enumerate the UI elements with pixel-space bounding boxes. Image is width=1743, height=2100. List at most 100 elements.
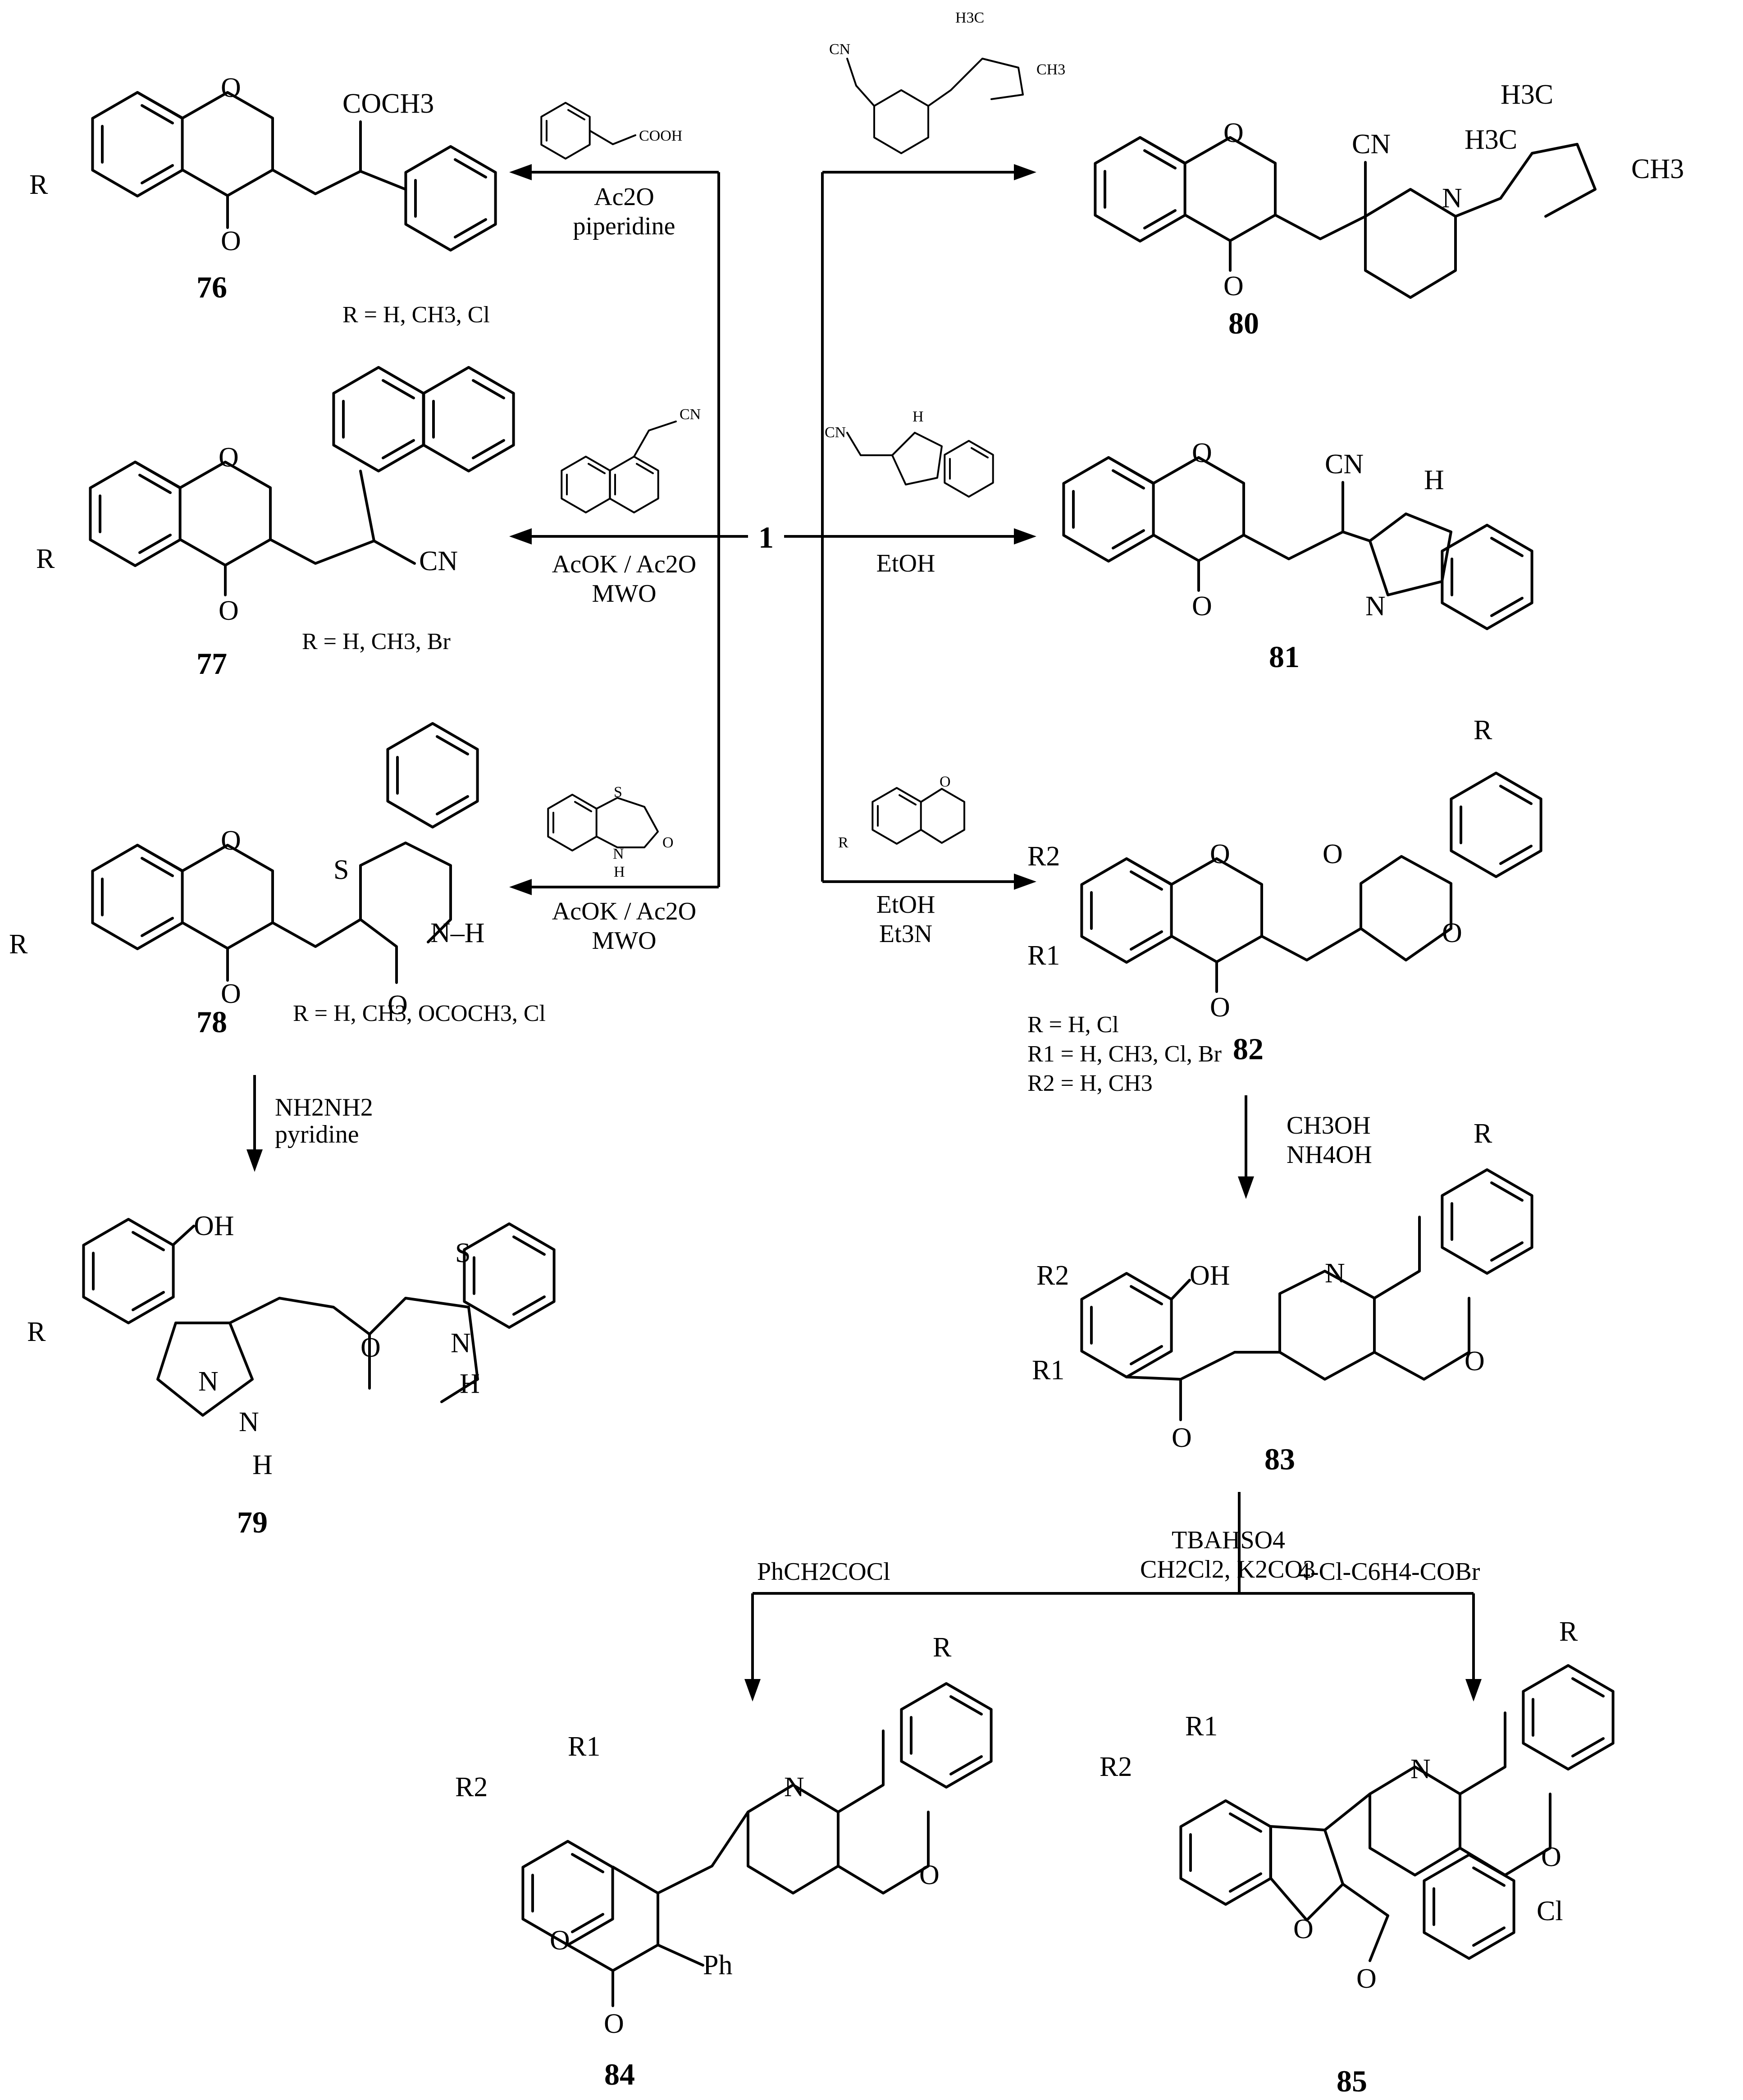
reagent-77-line1: AcOK / Ac2O xyxy=(552,550,696,578)
c85-r2: R2 xyxy=(1100,1752,1132,1782)
c85-r1: R1 xyxy=(1185,1711,1218,1742)
reagent-85-right: 4-Cl-C6H4-COBr xyxy=(1298,1558,1480,1586)
reagent-78-o: O xyxy=(662,834,674,851)
c77-number: 77 xyxy=(196,646,227,681)
c80-h3c-a: H3C xyxy=(1501,79,1553,110)
c82-number: 82 xyxy=(1233,1032,1264,1066)
c82-r-note-2: R1 = H, CH3, Cl, Br xyxy=(1027,1041,1222,1067)
reagent-79-line1: NH2NH2 xyxy=(275,1093,373,1121)
c78-nh: N–H xyxy=(430,918,485,948)
c83-n: N xyxy=(1325,1258,1345,1289)
c82-r1: R1 xyxy=(1027,940,1060,971)
c78-s: S xyxy=(333,855,349,885)
c83-r: R xyxy=(1474,1118,1492,1149)
c76-number: 76 xyxy=(196,270,227,304)
c84-carbonyl-o: O xyxy=(604,2008,624,2039)
c83-ring-o: O xyxy=(1465,1346,1485,1377)
c85-furan-o: O xyxy=(1293,1914,1314,1944)
c80-number: 80 xyxy=(1228,306,1259,340)
c80-carbonyl-o: O xyxy=(1223,271,1244,302)
reagent-82-line1: EtOH xyxy=(876,891,935,919)
c81-cn: CN xyxy=(1325,449,1364,480)
c83-carbonyl-o: O xyxy=(1172,1423,1192,1453)
arrow-82-to-83: CH3OH NH4OH xyxy=(1238,1095,1372,1199)
c84-n: N xyxy=(784,1772,804,1803)
c84-r: R xyxy=(933,1632,952,1663)
c84-r2: R2 xyxy=(455,1772,488,1803)
c80-n: N xyxy=(1442,183,1462,214)
c81-h: H xyxy=(1424,465,1444,495)
c82-r: R xyxy=(1474,715,1492,746)
reagent-80-ch3: CH3 xyxy=(1036,61,1065,78)
c77-ring-o: O xyxy=(219,442,239,473)
reagent-78-line1: AcOK / Ac2O xyxy=(552,897,696,925)
reagent-80-h3c: H3C xyxy=(955,9,984,26)
reagent-82-o: O xyxy=(940,773,951,790)
c78-ring-o: O xyxy=(221,825,241,856)
compound-80: O O CN N H3C H3C CH3 80 xyxy=(1095,79,1684,340)
compound-84: O O Ph N O R R1 R2 84 xyxy=(455,1632,991,2091)
reagent-78-line2: MWO xyxy=(592,927,656,955)
c80-h3c-b: H3C xyxy=(1465,124,1517,155)
reagent-83-line1: CH3OH xyxy=(1287,1112,1371,1139)
c79-o: O xyxy=(360,1332,381,1363)
compound-78: O O R S N–H O 78 R = H, CH3, OCOCH3, Cl xyxy=(9,723,546,1039)
reagent-76-line1: Ac2O xyxy=(594,183,654,211)
compound-85: O O N O R R1 R2 Cl 85 xyxy=(1100,1616,1613,2098)
c77-r-note: R = H, CH3, Br xyxy=(302,629,451,654)
c82-ketone-o: O xyxy=(1323,839,1343,869)
reagent-78-s: S xyxy=(614,784,622,801)
c79-h: H xyxy=(252,1450,273,1480)
c81-carbonyl-o: O xyxy=(1192,591,1212,622)
compound-82: O O O O R R2 R1 R = H, Cl R1 = H, CH3, C… xyxy=(1027,715,1541,1096)
reaction-arrows-left xyxy=(509,164,748,895)
c78-carbonyl-o: O xyxy=(221,979,241,1009)
compound-1-number: 1 xyxy=(758,520,774,554)
c84-number: 84 xyxy=(604,2057,635,2091)
reagent-77-struct-label: CN xyxy=(680,406,701,423)
reagent-82-line2: Et3N xyxy=(879,920,932,948)
reagent-78-h: H xyxy=(614,864,625,880)
c83-r2: R2 xyxy=(1036,1260,1069,1291)
compound-81: O O CN H N 81 xyxy=(1063,438,1532,674)
compound-79: OH R N N H S O N H 79 xyxy=(27,1211,554,1539)
c81-number: 81 xyxy=(1269,640,1300,674)
c76-r-note: R = H, CH3, Cl xyxy=(342,302,490,328)
reagent-82-r: R xyxy=(838,834,849,851)
reagent-to-81: CN H EtOH xyxy=(825,408,994,577)
arrow-83-to-84-85: TBAHSO4 CH2Cl2, K2CO3 PhCH2COCl 4-Cl-C6H… xyxy=(744,1492,1482,1702)
c85-r: R xyxy=(1559,1616,1578,1647)
c83-oh: OH xyxy=(1190,1260,1230,1291)
reagent-to-82: O R EtOH Et3N xyxy=(838,773,965,948)
reagent-81-h: H xyxy=(913,408,924,425)
c79-r: R xyxy=(27,1317,46,1347)
c77-carbonyl-o: O xyxy=(219,595,239,626)
c80-ring-o: O xyxy=(1223,118,1244,148)
reagent-81-cn: CN xyxy=(825,424,846,441)
c76-r: R xyxy=(29,169,48,200)
c82-r2: R2 xyxy=(1027,841,1060,872)
c78-r-note: R = H, CH3, OCOCH3, Cl xyxy=(293,1001,546,1026)
c77-r: R xyxy=(36,544,55,574)
reagent-76-line2: piperidine xyxy=(573,212,675,240)
c85-ring-o: O xyxy=(1541,1842,1561,1872)
c77-cn: CN xyxy=(419,546,458,576)
c85-number: 85 xyxy=(1337,2064,1367,2098)
reagent-79-line2: pyridine xyxy=(275,1121,359,1148)
c81-n: N xyxy=(1365,591,1386,622)
c79-oh: OH xyxy=(194,1211,234,1241)
c83-number: 83 xyxy=(1264,1442,1295,1476)
reagent-to-80: CN H3C CH3 xyxy=(829,9,1065,154)
c76-carbonyl-o: O xyxy=(221,226,241,256)
c79-nh-h: H xyxy=(460,1368,480,1399)
c82-carbonyl-o: O xyxy=(1210,992,1230,1023)
reagent-80-cn: CN xyxy=(829,41,850,58)
c83-r1: R1 xyxy=(1032,1355,1064,1386)
c82-ring-o: O xyxy=(1210,839,1230,869)
reagent-84-left: PhCH2COCl xyxy=(757,1558,890,1586)
c84-ph: Ph xyxy=(703,1950,732,1981)
c84-ring-o: O xyxy=(550,1925,570,1956)
c78-r: R xyxy=(9,929,28,960)
compound-83: OH N O O R R2 R1 83 xyxy=(1032,1118,1532,1476)
